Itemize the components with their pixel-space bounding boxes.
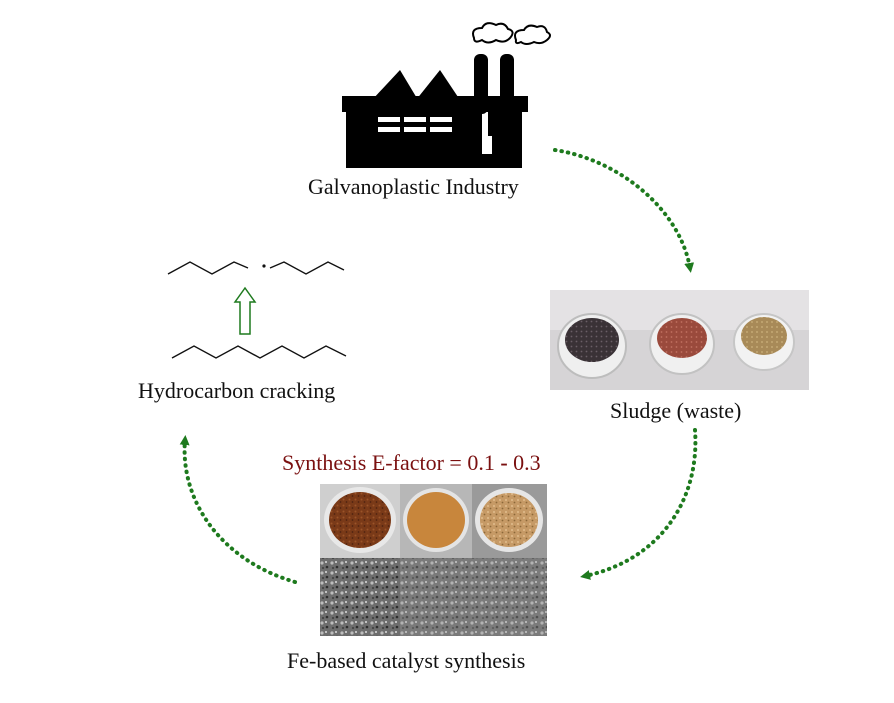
factory-icon [342, 22, 551, 168]
efactor-dash: - [500, 450, 508, 475]
cycle-arrows [179, 148, 698, 584]
sem-micrographs-photo [320, 558, 547, 636]
hydrocarbon-chain-icon [167, 261, 347, 359]
sludge-samples-photo [550, 290, 809, 390]
label-catalyst: Fe-based catalyst synthesis [287, 648, 526, 673]
efactor-prefix: Synthesis E-factor = 0.1 [282, 450, 495, 475]
arrow-industry-to-sludge [553, 148, 695, 273]
label-industry: Galvanoplastic Industry [308, 174, 519, 199]
label-cracking: Hydrocarbon cracking [138, 378, 336, 403]
arrow-sludge-to-catalyst [580, 428, 698, 580]
label-sludge: Sludge (waste) [610, 398, 742, 423]
arrow-catalyst-to-cracking [179, 435, 297, 584]
up-arrow-icon [233, 286, 257, 335]
catalyst-powders-photo [320, 484, 547, 558]
efactor-label: Synthesis E-factor = 0.1 - 0.3 [282, 450, 541, 476]
efactor-suffix: 0.3 [513, 450, 541, 475]
